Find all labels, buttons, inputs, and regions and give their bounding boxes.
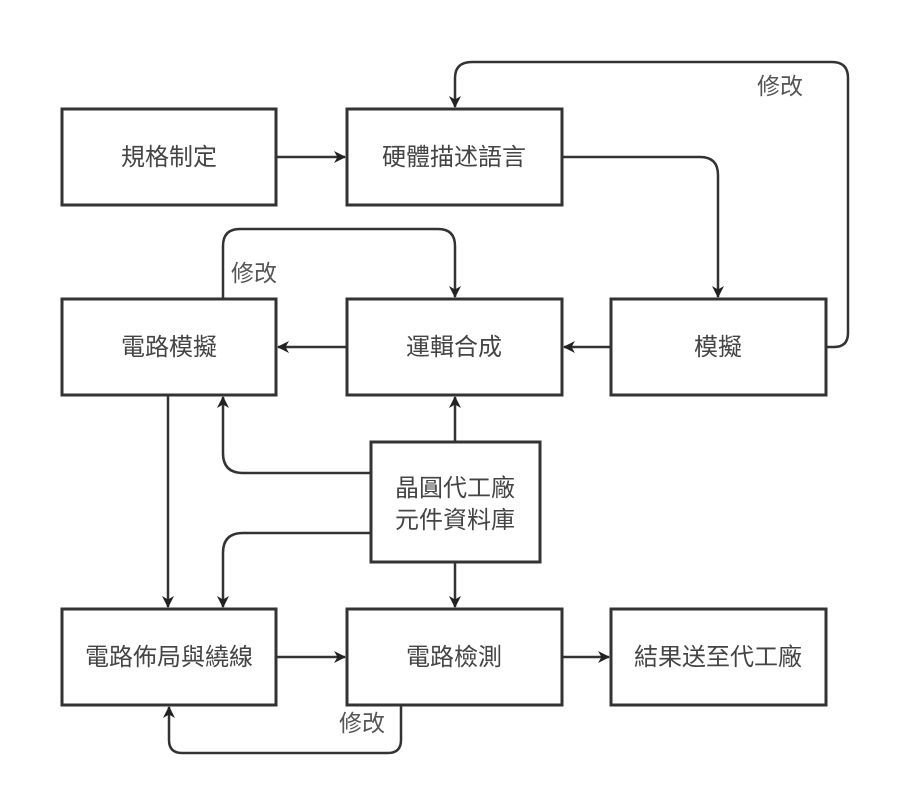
node-layout-route-box — [60, 607, 278, 707]
node-spec: 規格制定 — [60, 107, 278, 207]
node-hdl: 硬體描述語言 — [345, 107, 564, 207]
node-foundry-lib-box — [369, 440, 542, 564]
edge-circuit-sim-to-logic-synth-modify — [221, 227, 461, 299]
node-send-foundry-label: 結果送至代工廠 — [634, 643, 802, 671]
node-spec-box — [60, 107, 278, 207]
node-hdl-box — [345, 107, 564, 207]
edge-label-modify-top: 修改 — [757, 74, 803, 100]
node-circuit-sim: 電路模擬 — [60, 297, 278, 397]
node-circuit-sim-label: 電路模擬 — [121, 333, 217, 361]
node-layout-route-label: 電路佈局與繞線 — [85, 643, 253, 671]
node-logic-synth-label: 運輯合成 — [406, 333, 502, 361]
node-foundry-lib-label-line2: 元件資料庫 — [395, 506, 515, 534]
edges — [162, 60, 850, 755]
node-sim-label: 模擬 — [694, 333, 742, 361]
node-sim-box — [609, 297, 828, 397]
node-send-foundry-box — [609, 607, 828, 707]
node-layout-route: 電路佈局與繞線 — [60, 607, 278, 707]
node-send-foundry: 結果送至代工廠 — [609, 607, 828, 707]
node-circuit-sim-box — [60, 297, 278, 397]
node-logic-synth: 運輯合成 — [345, 297, 564, 397]
node-hdl-label: 硬體描述語言 — [382, 143, 526, 171]
node-sim: 模擬 — [609, 297, 828, 397]
edge-circuit-check-to-layout-route-modify — [163, 705, 403, 755]
edge-sim-to-hdl-modify — [449, 60, 850, 349]
edge-label-modify-bottom: 修改 — [339, 711, 385, 737]
node-foundry-lib: 晶圓代工廠 元件資料庫 — [369, 440, 542, 564]
edge-foundry-lib-to-layout-route — [217, 531, 371, 608]
node-circuit-check-label: 電路檢測 — [406, 643, 502, 671]
node-foundry-lib-label-line1: 晶圓代工廠 — [395, 474, 515, 502]
edge-label-modify-mid: 修改 — [231, 261, 277, 287]
node-circuit-check: 電路檢測 — [345, 607, 564, 707]
node-circuit-check-box — [345, 607, 564, 707]
edge-hdl-to-sim — [562, 155, 724, 298]
node-spec-label: 規格制定 — [121, 143, 217, 171]
edge-foundry-lib-to-circuit-sim — [217, 396, 371, 475]
node-logic-synth-box — [345, 297, 564, 397]
